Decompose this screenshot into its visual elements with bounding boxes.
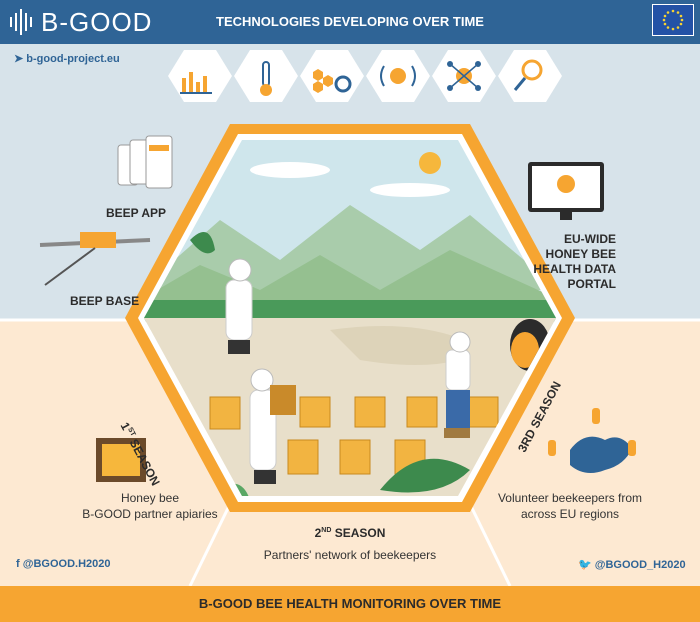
season-2-description: Partners' network of beekeepers — [263, 548, 437, 562]
chart-icon — [180, 72, 212, 94]
portal-line-4: PORTAL — [567, 277, 616, 291]
season-1-desc-line-2: B-GOOD partner apiaries — [82, 507, 218, 521]
website-link-text: b-good-project.eu — [26, 53, 120, 65]
eu-flag-icon — [652, 4, 694, 36]
b-good-logo: B-GOOD — [10, 6, 152, 38]
facebook-link[interactable]: f @BGOOD.H2020 — [16, 558, 111, 570]
season-1-description: Honey bee B-GOOD partner apiaries — [70, 490, 230, 522]
twitter-handle: @BGOOD_H2020 — [594, 559, 686, 571]
beehives — [209, 396, 499, 475]
divider-lines — [0, 318, 700, 587]
season-3-desc-line-1: Volunteer beekeepers from — [497, 491, 643, 505]
facebook-icon: f — [16, 558, 23, 570]
beekeeper-2 — [249, 368, 296, 484]
microscope-icon — [513, 59, 543, 91]
sound-icon — [380, 65, 416, 87]
facebook-handle: @BGOOD.H2020 — [22, 558, 111, 570]
beep-app-phones — [117, 135, 173, 189]
thermometer-icon — [260, 61, 272, 96]
twitter-icon: 🐦 — [578, 559, 595, 571]
portal-line-3: HEALTH DATA — [533, 262, 616, 276]
twitter-link[interactable]: 🐦 @BGOOD_H2020 — [578, 558, 686, 571]
eu-map — [570, 436, 632, 474]
season-1-desc-line-1: Honey bee — [120, 491, 180, 505]
plant-left — [190, 232, 215, 254]
beekeeper-1 — [225, 258, 253, 354]
honeycomb-frame — [96, 438, 146, 482]
sun — [419, 152, 441, 174]
footer-bar: B-GOOD BEE HEALTH MONITORING OVER TIME — [0, 586, 700, 622]
logo-text: B-GOOD — [41, 6, 153, 37]
beep-app-label: BEEP APP — [106, 206, 167, 220]
season-2-suffix: ND — [321, 527, 332, 534]
header-title: TECHNOLOGIES DEVELOPING OVER TIME — [216, 14, 484, 29]
header-bar: B-GOOD TECHNOLOGIES DEVELOPING OVER TIME — [0, 0, 700, 44]
beep-base-device — [39, 232, 151, 286]
logo-bars-icon — [10, 9, 35, 35]
monitor — [528, 162, 604, 220]
portal-line-2: HONEY BEE — [545, 247, 616, 261]
season-3-desc-line-2: across EU regions — [520, 507, 620, 521]
portal-label: EU-WIDE HONEY BEE HEALTH DATA PORTAL — [530, 232, 616, 292]
website-link[interactable]: ➤ b-good-project.eu — [14, 52, 120, 65]
season-3-description: Volunteer beekeepers from across EU regi… — [470, 490, 670, 522]
season-2-word: SEASON — [334, 526, 386, 540]
send-icon: ➤ — [14, 53, 27, 65]
beekeeper-3 — [444, 331, 471, 438]
portal-line-1: EU-WIDE — [564, 232, 616, 246]
hive-gear-icon — [313, 69, 352, 93]
raised-hands — [548, 408, 636, 456]
season-2-number: 2 — [314, 526, 322, 540]
network-icon — [447, 61, 481, 91]
season-2-title: 2ND SEASON — [0, 526, 700, 540]
beep-base-label: BEEP BASE — [70, 294, 140, 308]
